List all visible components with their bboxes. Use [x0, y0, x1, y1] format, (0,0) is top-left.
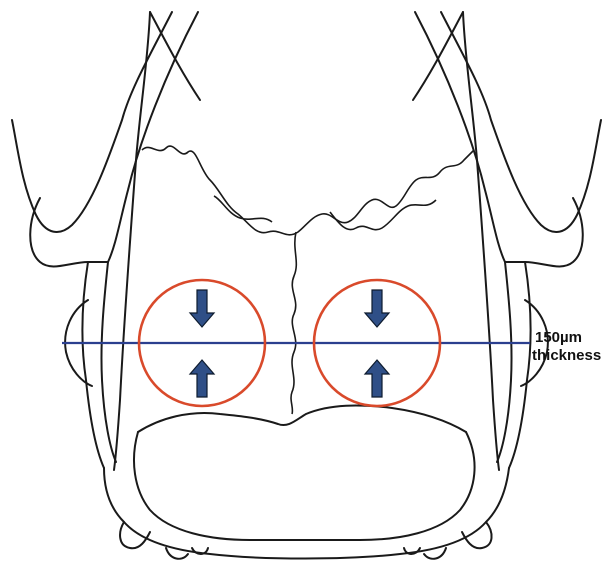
- skull-left-bar-inner: [101, 262, 116, 462]
- arrow-down-icon: [365, 290, 389, 327]
- skull-center-right-wall: [463, 12, 499, 470]
- skull-right-bar-inner: [497, 262, 512, 462]
- coronal-suture-secondary: [214, 196, 272, 222]
- coronal-suture-right: [330, 200, 436, 230]
- occipital-right-tab: [462, 522, 492, 548]
- skull-top-right-curve: [413, 12, 463, 100]
- occipital-outer-rim: [104, 468, 509, 559]
- occipital-bowl: [134, 432, 475, 540]
- arrow-up-icon: [190, 360, 214, 397]
- sagittal-suture: [291, 232, 296, 414]
- occipital-right-hook: [404, 548, 420, 554]
- thickness-value-label: 150µm: [535, 329, 582, 347]
- arrow-down-icon: [190, 290, 214, 327]
- thickness-caption-label: thickness: [532, 347, 601, 365]
- occipital-left-tab: [120, 522, 150, 548]
- coronal-suture: [142, 146, 474, 235]
- skull-center-left-wall: [114, 12, 150, 470]
- skull-top-left-curve: [150, 12, 200, 100]
- occipital-upper-rim: [138, 406, 466, 432]
- arrow-up-icon: [365, 360, 389, 397]
- occipital-left-hook: [192, 548, 208, 554]
